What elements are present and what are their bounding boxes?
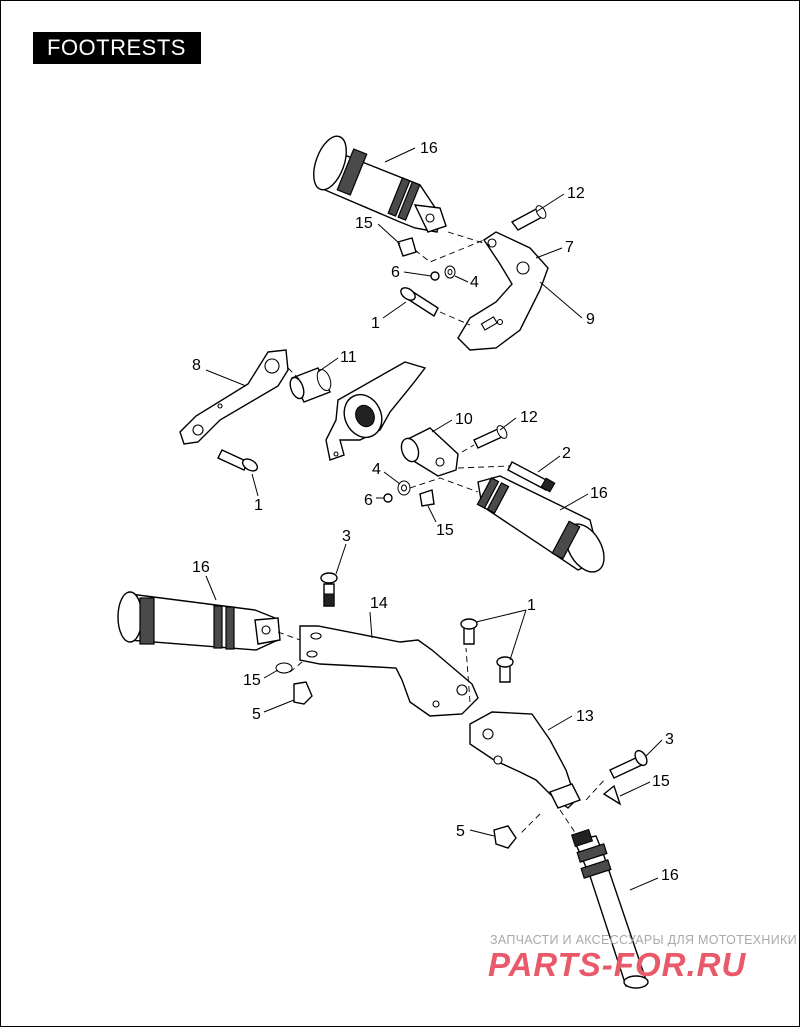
bot-footpeg-16 <box>117 591 281 651</box>
callout-bot-peg-16b: 16 <box>661 867 679 884</box>
callout-mid-pin-12: 12 <box>520 409 538 426</box>
callout-bot-nut-5: 5 <box>252 706 261 723</box>
callout-mid-clip-15: 15 <box>436 522 454 539</box>
callout-top-peg-16: 16 <box>420 140 438 157</box>
top-washer-4 <box>444 265 456 279</box>
callout-top-ball-6: 6 <box>391 264 400 281</box>
callout-mid-screw-2: 2 <box>562 445 571 462</box>
bot-nut-5 <box>293 681 313 705</box>
mid-clevis-10 <box>400 427 459 477</box>
mid-mount-arm <box>325 361 427 461</box>
callout-bot-bracket-13: 13 <box>576 708 594 725</box>
bot-screw-3b <box>609 749 648 779</box>
bot-bracket-13 <box>469 711 581 809</box>
watermark-tagline: ЗАПЧАСТИ И АКСЕССУАРЫ ДЛЯ МОТОТЕХНИКИ <box>490 933 797 947</box>
top-clip-15 <box>397 237 417 257</box>
top-ball-6 <box>430 271 440 281</box>
mid-bushing-11 <box>289 367 332 403</box>
top-footpeg-16 <box>313 135 447 233</box>
callout-bot-screws-1: 1 <box>527 597 536 614</box>
callout-bot-clip-15: 15 <box>243 672 261 689</box>
callout-mid-peg-16: 16 <box>590 485 608 502</box>
bot-nut-5b <box>493 825 517 849</box>
callout-bot-bracket-14: 14 <box>370 595 388 612</box>
callout-bot-screw-3: 3 <box>342 528 351 545</box>
top-screw-1 <box>400 287 439 318</box>
bot-clip-15 <box>275 662 293 674</box>
mid-pin-12 <box>473 425 508 449</box>
callout-top-screw-1: 1 <box>371 315 380 332</box>
callout-top-bracket-9: 9 <box>586 311 595 328</box>
callout-bot-clip-15b: 15 <box>652 773 670 790</box>
mid-footpeg-16 <box>476 475 605 573</box>
callout-top-bracket-7: 7 <box>565 239 574 256</box>
bot-clip-15b <box>602 784 622 806</box>
callout-bot-peg-16: 16 <box>192 559 210 576</box>
mid-arm-8 <box>179 349 289 445</box>
mid-screw-1 <box>217 449 259 472</box>
callout-mid-clevis-10: 10 <box>455 411 473 428</box>
callout-mid-arm-8: 8 <box>192 357 201 374</box>
callout-bot-nut-5b: 5 <box>456 823 465 840</box>
top-bracket-7-9 <box>457 231 549 351</box>
top-pin-12 <box>510 205 547 231</box>
bot-screw-3 <box>320 572 338 607</box>
mid-screw-2 <box>507 461 556 493</box>
bot-bracket-14 <box>299 625 479 717</box>
callout-top-clip-15: 15 <box>355 215 373 232</box>
callout-mid-washer-4: 4 <box>372 461 381 478</box>
callout-top-pin-12: 12 <box>567 185 585 202</box>
callout-bot-screw-3b: 3 <box>665 731 674 748</box>
mid-ball-6 <box>383 493 393 503</box>
callout-mid-ball-6: 6 <box>364 492 373 509</box>
callout-mid-screw-1: 1 <box>254 497 263 514</box>
page-title: FOOTRESTS <box>33 32 201 64</box>
callout-top-washer-4: 4 <box>470 274 479 291</box>
bot-screws-1 <box>460 618 514 683</box>
watermark-logo: PARTS-FOR.RU <box>488 946 746 983</box>
mid-washer-4 <box>397 480 411 496</box>
callout-mid-bushing-11: 11 <box>340 349 357 366</box>
bot-footpeg-16b <box>570 828 649 989</box>
mid-clip-15 <box>419 489 435 507</box>
leader-lines <box>205 147 663 891</box>
